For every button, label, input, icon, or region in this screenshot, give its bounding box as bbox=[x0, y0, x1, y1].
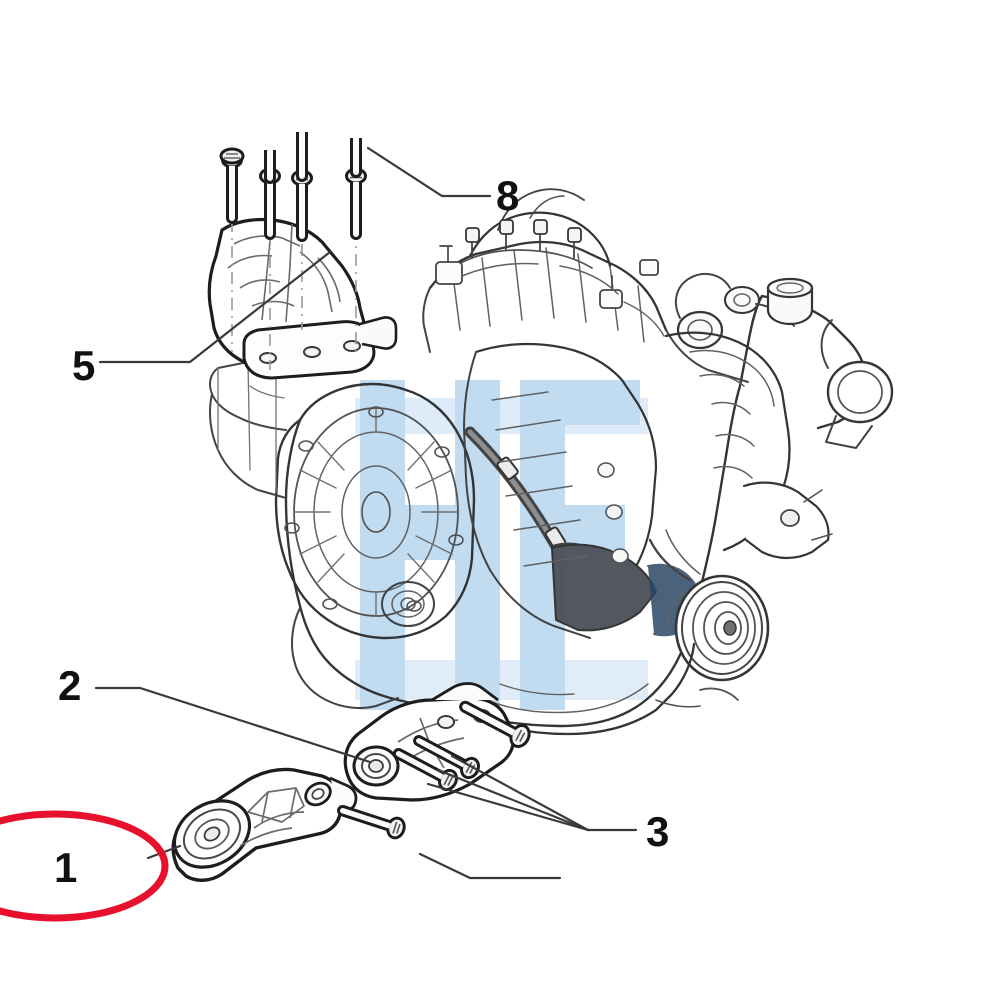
engine-transmission-assembly bbox=[209, 188, 894, 736]
torque-strut-rod bbox=[171, 767, 358, 882]
callout-label-2[interactable]: 2 bbox=[58, 662, 81, 709]
leader-3b bbox=[436, 768, 590, 832]
callout-label-5[interactable]: 5 bbox=[72, 342, 95, 389]
upper-bracket-bolt-set bbox=[219, 132, 367, 370]
callout-label-8[interactable]: 8 bbox=[496, 172, 519, 219]
leader-3a bbox=[450, 754, 590, 832]
callout-label-3[interactable]: 3 bbox=[646, 808, 669, 855]
leader-8 bbox=[366, 146, 492, 198]
leader-2 bbox=[94, 686, 372, 764]
leader-3c bbox=[426, 782, 590, 832]
mounting-bolt-set bbox=[337, 700, 531, 840]
callout-label-1[interactable]: 1 bbox=[54, 844, 77, 891]
leader-5 bbox=[98, 250, 332, 364]
upper-engine-mount-bracket bbox=[207, 217, 398, 380]
leader-bottom-bolt bbox=[418, 852, 562, 880]
highlight-ellipse bbox=[0, 810, 169, 922]
